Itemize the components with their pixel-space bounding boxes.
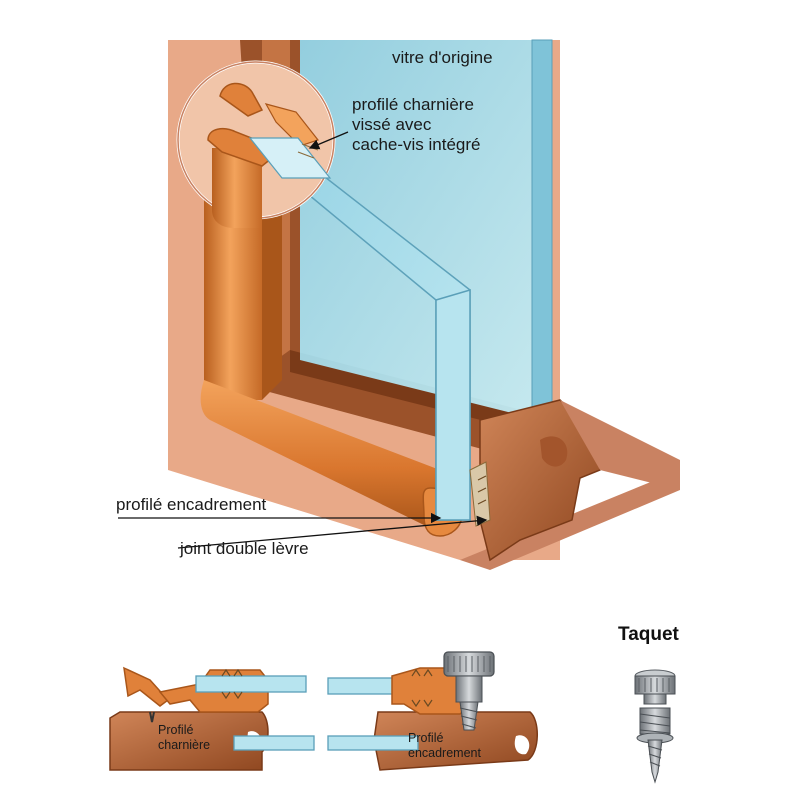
section-right-label-line1: Profilé [408,731,443,745]
label-encadrement: profilé encadrement [116,495,267,514]
taquet-illustration [634,669,676,784]
label-vitre-origine: vitre d'origine [392,48,493,67]
original-glass [300,39,553,423]
double-lip-joint [469,461,491,527]
taquet-title: Taquet [618,624,680,645]
section-left-label-line2: charnière [158,738,210,752]
section-frame-profile [327,651,538,771]
label-charniere-line3: cache-vis intégré [352,135,481,154]
leader-lines [118,131,488,549]
label-charniere-line2: vissé avec [352,115,432,134]
magnifier-detail [176,60,336,228]
wood-sill [479,399,680,562]
section-right-label-line2: encadrement [408,746,481,760]
label-charniere-line1: profilé charnière [352,95,474,114]
label-joint: joint double lèvre [179,539,309,558]
section-hinge-profile [109,666,315,771]
section-left-label-line1: Profilé [158,723,193,737]
